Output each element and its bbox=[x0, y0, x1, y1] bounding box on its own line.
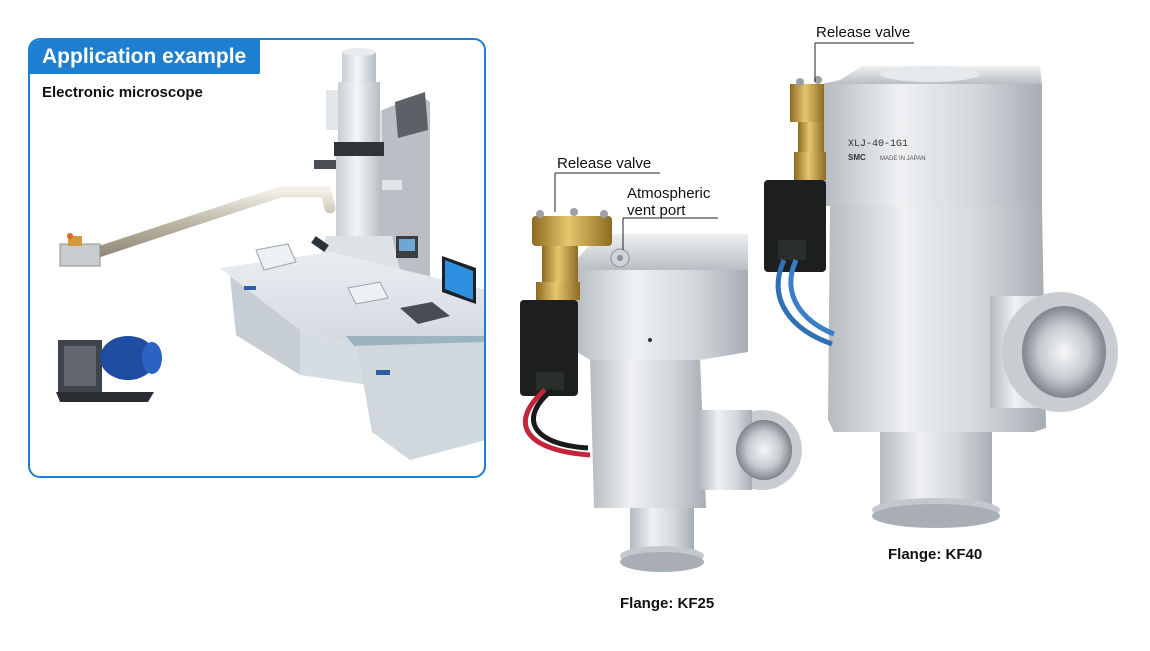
small-valve-solenoid bbox=[68, 236, 82, 246]
drawer-handle-2 bbox=[244, 286, 256, 290]
cabinet-top-unit bbox=[395, 92, 428, 138]
kf25-black-wire bbox=[531, 388, 589, 451]
drawer-handle-1 bbox=[376, 370, 390, 375]
column-lower bbox=[336, 156, 382, 236]
kf25-side-bore-front bbox=[736, 420, 792, 480]
kf25-bolt-2 bbox=[570, 208, 578, 216]
kf25-release-valve-nut bbox=[536, 282, 580, 300]
application-example-panel: Application example Electronic microscop… bbox=[28, 38, 486, 478]
kf40-release-valve-body bbox=[790, 84, 824, 122]
kf40-bottom-neck bbox=[880, 430, 992, 510]
pump-fins bbox=[64, 346, 96, 386]
kf40-top-ring bbox=[880, 66, 980, 82]
kf25-bottom-flange-rim bbox=[620, 552, 704, 572]
column-knob-right bbox=[382, 180, 402, 190]
kf25-vent-port-hole bbox=[617, 255, 623, 261]
application-example-subtitle: Electronic microscope bbox=[42, 84, 203, 101]
kf25-caption: Flange: KF25 bbox=[620, 595, 715, 612]
kf25-vent-label-line2: vent port bbox=[627, 202, 686, 219]
kf40-release-valve-label: Release valve bbox=[816, 24, 911, 41]
keyboard bbox=[400, 302, 450, 324]
kf40-blue-wire-2 bbox=[788, 258, 835, 337]
kf25-upper-body bbox=[574, 270, 748, 360]
kf25-release-valve-stem bbox=[542, 246, 578, 282]
kf25-red-wire bbox=[522, 388, 591, 458]
control-panel-center bbox=[347, 281, 389, 305]
kf25-bolt-1 bbox=[536, 210, 544, 218]
desk-left-cabinet bbox=[230, 276, 300, 375]
pump-motor bbox=[100, 336, 156, 380]
kf25-release-valve-label: Release valve bbox=[557, 155, 652, 172]
kf40-coil-connector bbox=[778, 240, 806, 260]
desk-top bbox=[220, 252, 484, 358]
kf40-model-marking: XLJ-40-1G1 bbox=[848, 139, 908, 150]
kf25-screw-hole bbox=[648, 338, 652, 342]
kf25-vent-label-line1: Atmospheric bbox=[627, 185, 711, 202]
desk-edge bbox=[346, 336, 484, 346]
kf40-release-valve-nut bbox=[794, 152, 826, 180]
kf40-release-valve-stem bbox=[798, 122, 824, 152]
microscope-illustration bbox=[56, 48, 484, 460]
kf25-coil-connector bbox=[536, 372, 564, 390]
valve-kf25 bbox=[520, 208, 802, 572]
kf40-blue-wire-1 bbox=[775, 258, 833, 347]
column-cap bbox=[342, 48, 376, 56]
kf40-brand-marking: SMC bbox=[848, 153, 866, 162]
column-side-port bbox=[326, 90, 338, 130]
column-knob-left bbox=[314, 160, 336, 169]
kf25-release-valve-body bbox=[532, 216, 612, 246]
vacuum-pipe bbox=[74, 186, 336, 264]
pump-base bbox=[56, 392, 154, 402]
valve-kf40: XLJ-40-1G1 SMC MADE IN JAPAN bbox=[764, 66, 1118, 528]
pump-motor-cap bbox=[142, 342, 162, 374]
binocular-eyepiece bbox=[311, 236, 329, 252]
column-top bbox=[342, 52, 376, 82]
kf40-upper-body bbox=[822, 84, 1042, 206]
kf40-side-bore bbox=[1022, 306, 1106, 398]
kf40-bolt-2 bbox=[814, 76, 822, 84]
display-small-screen bbox=[399, 239, 415, 251]
kf40-bottom-flange-rim bbox=[872, 504, 1000, 528]
application-example-header: Application example bbox=[30, 40, 261, 74]
column-upper bbox=[338, 82, 380, 142]
kf40-bolt-1 bbox=[796, 78, 804, 86]
kf25-body bbox=[590, 358, 706, 508]
kf25-bolt-3 bbox=[600, 210, 608, 218]
column-band bbox=[334, 142, 384, 156]
kf40-origin-marking: MADE IN JAPAN bbox=[880, 156, 926, 162]
control-panel-left bbox=[255, 243, 297, 271]
small-valve-cable bbox=[67, 233, 73, 239]
monitor-screen bbox=[445, 260, 473, 300]
kf40-caption: Flange: KF40 bbox=[888, 546, 983, 563]
